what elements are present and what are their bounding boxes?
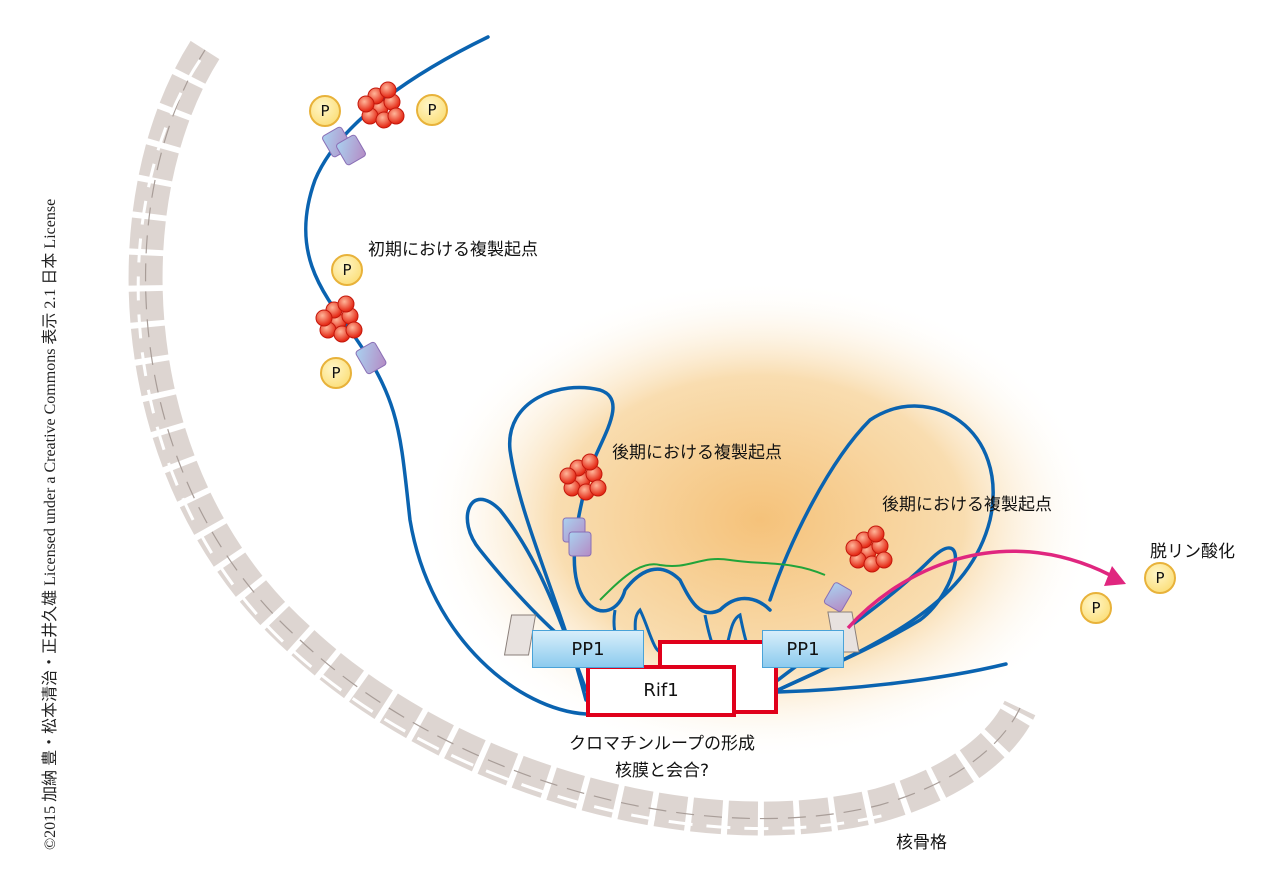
copyright-notice: ©2015 加納 豊・松本清治・正井久雄 Licensed under a Cr… [42, 198, 59, 850]
late-origin-label: 後期における複製起点 [612, 443, 782, 463]
phosphate-icon: P [416, 94, 448, 126]
phosphate-icon: P [1144, 562, 1176, 594]
phosphate-icon: P [1080, 592, 1112, 624]
rif1-box: Rif1 [586, 665, 736, 717]
pp1-box-right: PP1 [762, 630, 844, 668]
phosphate-icon: P [331, 254, 363, 286]
nuclear-matrix-label: 核骨格 [896, 833, 947, 853]
chromatin-loop-line2: 核膜と会合? [614, 761, 710, 781]
early-origin-label: 初期における複製起点 [368, 240, 538, 260]
rna-strand [599, 558, 826, 601]
late-origin-label: 後期における複製起点 [882, 495, 1052, 515]
chromatin-loop-line1: クロマチンループの形成 [569, 734, 755, 754]
phosphate-icon: P [309, 95, 341, 127]
nuclear-matrix [128, 40, 1036, 836]
pp1-box-left: PP1 [532, 630, 644, 668]
arrow-head-icon [1104, 566, 1126, 586]
chromatin-loop-label: クロマチンループの形成 核膜と会合? [569, 731, 755, 785]
phosphate-icon: P [320, 357, 352, 389]
dephosphorylation-arrow [846, 549, 1111, 630]
origin-complexes [315, 81, 893, 612]
dephosphorylation-label: 脱リン酸化 [1150, 542, 1235, 562]
